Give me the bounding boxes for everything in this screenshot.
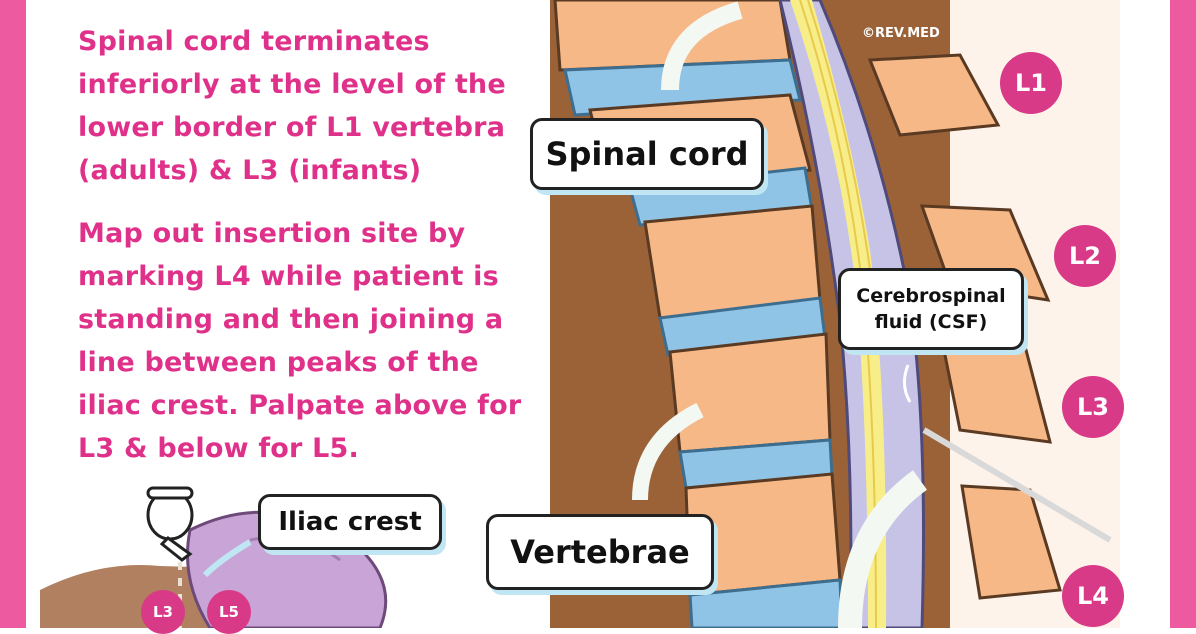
csf-text-line1: Cerebrospinal	[856, 285, 1006, 307]
termination-paragraph: Spinal cord terminates inferiorly at the…	[78, 26, 506, 186]
level-badge-l3-small-text: L3	[153, 603, 173, 621]
vertebrae-text: Vertebrae	[510, 533, 690, 571]
nerve-root-2	[807, 0, 875, 301]
level-badge-l5-small: L5	[207, 590, 251, 634]
level-badge-l3: L3	[1062, 376, 1124, 438]
iliac-arrow	[202, 539, 252, 578]
spinal-cord-text: Spinal cord	[545, 135, 749, 173]
csf-large-arrow	[838, 470, 928, 628]
level-badge-l4: L4	[1062, 565, 1124, 627]
spinous-process-l4	[960, 484, 1062, 600]
csf-small-arrow	[903, 364, 912, 403]
vertebrae-label: Vertebrae	[486, 514, 714, 590]
spinal-cord-label: Spinal cord	[530, 118, 764, 190]
level-badge-l2: L2	[1054, 225, 1116, 287]
spinal-needle	[922, 427, 1112, 543]
spinous-process-l1	[867, 53, 1001, 137]
iliac-crest-text: Iliac crest	[278, 507, 422, 537]
left-text-panel: Spinal cord terminates inferiorly at the…	[40, 0, 550, 628]
csf-text-line2: fluid (CSF)	[874, 311, 988, 333]
spinal-cord-arrow	[661, 1, 743, 91]
level-badge-l4-text: L4	[1077, 582, 1109, 610]
vertebra-4	[668, 332, 832, 454]
insertion-site-paragraph: Map out insertion site by marking L4 whi…	[78, 218, 522, 464]
vertebrae-arrow	[632, 402, 704, 501]
pointing-hand-icon	[146, 486, 194, 562]
level-badge-l3-text: L3	[1077, 393, 1109, 421]
iliac-crest-label: Iliac crest	[258, 494, 442, 550]
level-badge-l1: L1	[1000, 52, 1062, 114]
disc-5	[688, 578, 844, 628]
watermark: ©REV.MED	[862, 26, 940, 41]
spinous-processes	[867, 53, 1062, 600]
level-badge-l5-small-text: L5	[219, 603, 239, 621]
level-badge-l3-small: L3	[141, 590, 185, 634]
csf-label: Cerebrospinal fluid (CSF)	[838, 268, 1024, 350]
level-badge-l2-text: L2	[1069, 242, 1101, 270]
level-badge-l1-text: L1	[1015, 69, 1047, 97]
